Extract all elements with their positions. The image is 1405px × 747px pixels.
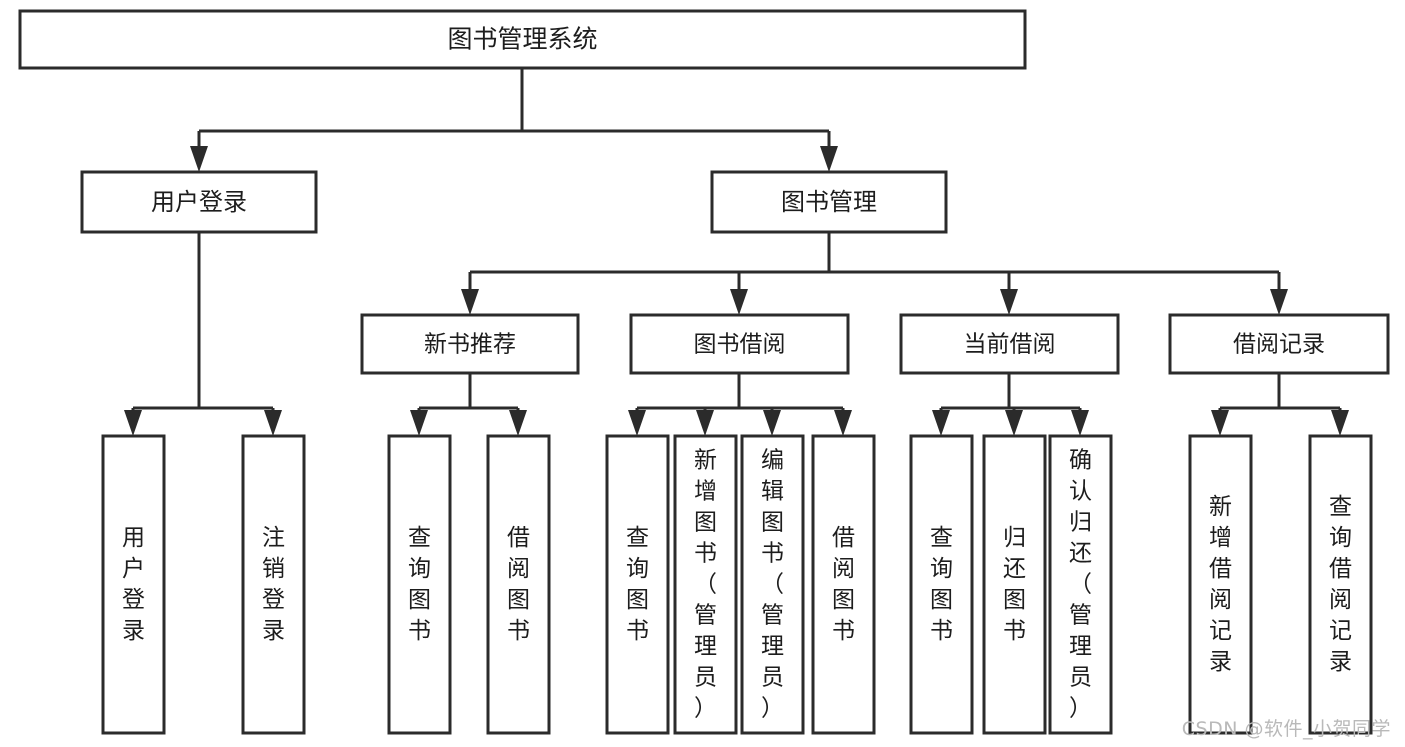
node-box-leaf-add-borrow-record — [1188, 434, 1253, 735]
node-label-leaf-query-book-borrow: 查询图书 — [626, 525, 649, 644]
borrow-record-arrow-0 — [1211, 410, 1229, 436]
book-borrow-arrow-2 — [763, 410, 781, 436]
node-label-current-borrow: 当前借阅 — [964, 332, 1056, 358]
root-arrow-0 — [190, 146, 208, 172]
node-leaf-user-login[interactable]: 用户登录 — [101, 434, 166, 735]
node-label-leaf-return-book: 归还图书 — [1003, 525, 1026, 644]
node-label-leaf-query-book-current: 查询图书 — [930, 525, 953, 644]
root-arrow-1 — [820, 146, 838, 172]
node-label-user-login: 用户登录 — [151, 188, 247, 216]
node-user-login[interactable]: 用户登录 — [80, 170, 318, 234]
node-leaf-query-book-recommend[interactable]: 查询图书 — [387, 434, 452, 735]
node-box-leaf-confirm-return-admin — [1048, 434, 1113, 735]
book-borrow-arrow-3 — [834, 410, 852, 436]
node-box-root — [18, 9, 1027, 70]
node-label-leaf-borrow-book-recommend: 借阅图书 — [507, 525, 530, 644]
node-current-borrow[interactable]: 当前借阅 — [899, 313, 1120, 375]
node-box-leaf-edit-book-admin — [740, 434, 805, 735]
node-box-leaf-query-book-current — [909, 434, 974, 735]
node-label-root: 图书管理系统 — [447, 25, 597, 54]
book-borrow-arrow-1 — [696, 410, 714, 436]
node-label-new-book-recommend: 新书推荐 — [424, 332, 516, 358]
book-management-arrow-0 — [461, 289, 479, 315]
node-box-leaf-user-login — [101, 434, 166, 735]
node-leaf-add-book-admin[interactable]: 新增图书（管理员） — [673, 434, 738, 735]
node-box-new-book-recommend — [360, 313, 580, 375]
node-leaf-add-borrow-record[interactable]: 新增借阅记录 — [1188, 434, 1253, 735]
current-borrow-arrow-0 — [932, 410, 950, 436]
node-label-leaf-add-borrow-record: 新增借阅记录 — [1209, 494, 1232, 675]
node-leaf-query-borrow-record[interactable]: 查询借阅记录 — [1308, 434, 1373, 735]
book-management-arrow-3 — [1270, 289, 1288, 315]
node-label-leaf-edit-book-admin: 编辑图书（管理员） — [761, 447, 784, 721]
node-box-leaf-query-borrow-record — [1308, 434, 1373, 735]
node-box-leaf-query-book-recommend — [387, 434, 452, 735]
new-book-recommend-arrow-1 — [509, 410, 527, 436]
node-leaf-query-book-borrow[interactable]: 查询图书 — [605, 434, 670, 735]
node-box-leaf-borrow-book — [811, 434, 876, 735]
current-borrow-arrow-2 — [1071, 410, 1089, 436]
node-label-leaf-query-borrow-record: 查询借阅记录 — [1329, 494, 1352, 675]
node-label-leaf-user-login: 用户登录 — [122, 525, 145, 644]
node-label-leaf-query-book-recommend: 查询图书 — [408, 525, 431, 644]
node-label-leaf-logout-login: 注销登录 — [262, 525, 285, 644]
node-leaf-return-book[interactable]: 归还图书 — [982, 434, 1047, 735]
node-box-leaf-query-book-borrow — [605, 434, 670, 735]
node-box-borrow-record — [1168, 313, 1390, 375]
book-management-arrow-1 — [730, 289, 748, 315]
user-login-arrow-1 — [264, 410, 282, 436]
node-book-borrow[interactable]: 图书借阅 — [629, 313, 850, 375]
connector-layer — [124, 68, 1349, 436]
node-leaf-logout-login[interactable]: 注销登录 — [241, 434, 306, 735]
node-leaf-query-book-current[interactable]: 查询图书 — [909, 434, 974, 735]
node-box-user-login — [80, 170, 318, 234]
borrow-record-arrow-1 — [1331, 410, 1349, 436]
node-root[interactable]: 图书管理系统 — [18, 9, 1027, 70]
node-book-management[interactable]: 图书管理 — [710, 170, 948, 234]
node-leaf-edit-book-admin[interactable]: 编辑图书（管理员） — [740, 434, 805, 735]
node-leaf-confirm-return-admin[interactable]: 确认归还（管理员） — [1048, 434, 1113, 735]
node-leaf-borrow-book[interactable]: 借阅图书 — [811, 434, 876, 735]
node-borrow-record[interactable]: 借阅记录 — [1168, 313, 1390, 375]
node-box-book-borrow — [629, 313, 850, 375]
node-leaf-borrow-book-recommend[interactable]: 借阅图书 — [486, 434, 551, 735]
node-box-leaf-logout-login — [241, 434, 306, 735]
node-box-book-management — [710, 170, 948, 234]
current-borrow-arrow-1 — [1005, 410, 1023, 436]
user-login-arrow-0 — [124, 410, 142, 436]
node-label-leaf-borrow-book: 借阅图书 — [832, 525, 855, 644]
node-box-current-borrow — [899, 313, 1120, 375]
node-box-leaf-borrow-book-recommend — [486, 434, 551, 735]
node-label-borrow-record: 借阅记录 — [1233, 332, 1325, 358]
node-box-leaf-return-book — [982, 434, 1047, 735]
node-label-leaf-confirm-return-admin: 确认归还（管理员） — [1069, 447, 1092, 721]
node-layer: 图书管理系统用户登录图书管理新书推荐图书借阅当前借阅借阅记录用户登录注销登录查询… — [18, 9, 1390, 735]
new-book-recommend-arrow-0 — [410, 410, 428, 436]
node-box-leaf-add-book-admin — [673, 434, 738, 735]
node-label-book-management: 图书管理 — [781, 188, 877, 216]
book-borrow-arrow-0 — [628, 410, 646, 436]
node-label-leaf-add-book-admin: 新增图书（管理员） — [694, 447, 717, 721]
book-management-arrow-2 — [1000, 289, 1018, 315]
node-label-book-borrow: 图书借阅 — [694, 332, 786, 358]
node-new-book-recommend[interactable]: 新书推荐 — [360, 313, 580, 375]
